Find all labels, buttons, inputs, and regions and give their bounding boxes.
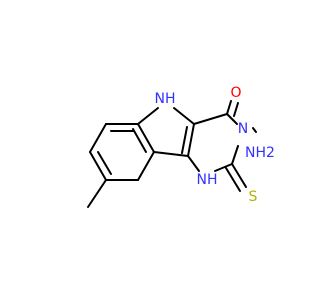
bonds — [87, 100, 257, 208]
bond-c5a-c9b-inner — [181, 126, 188, 154]
bond-c5-c6 — [89, 123, 107, 153]
bond-c8-c8a — [137, 151, 155, 181]
bond-c8a-c4a — [137, 123, 155, 153]
nh2-label: NH2 — [245, 145, 275, 161]
bond-n1-c9b — [187, 155, 200, 172]
bond-n3-c2 — [231, 145, 239, 165]
bond-n5-c5a — [173, 107, 195, 125]
molecule-diagram: NH O N NH2 NH S — [87, 85, 275, 208]
bond-c4a-n5 — [137, 107, 159, 125]
bond-c6-c7 — [89, 151, 107, 181]
bond-c5a-c9b — [187, 123, 195, 157]
bond-c2-s-2 — [225, 167, 241, 192]
molecule-structure: NH O N NH2 NH S — [87, 85, 275, 208]
sulfur-label: S — [249, 189, 258, 205]
bond-methyl — [87, 179, 107, 208]
nh-indole-label: NH — [155, 91, 176, 107]
bond-c4-o-2 — [233, 102, 239, 117]
nh-ring-label: NH — [197, 172, 218, 188]
bond-c2-s — [231, 163, 247, 188]
bond-c2-n1 — [214, 163, 233, 172]
oxygen-label: O — [230, 85, 241, 101]
bond-c4-n3 — [226, 113, 238, 125]
bond-c5a-c4 — [193, 113, 228, 125]
n3-label: N — [238, 121, 248, 137]
bond-c9b-c8a — [153, 151, 189, 157]
bond-c6-c7-inner — [97, 151, 112, 175]
bond-c8a-c4a-inner — [132, 128, 147, 153]
bond-n3-nh2 — [252, 127, 257, 133]
atom-labels: NH O N NH2 NH S — [155, 85, 275, 205]
bond-c4-o — [226, 100, 232, 115]
